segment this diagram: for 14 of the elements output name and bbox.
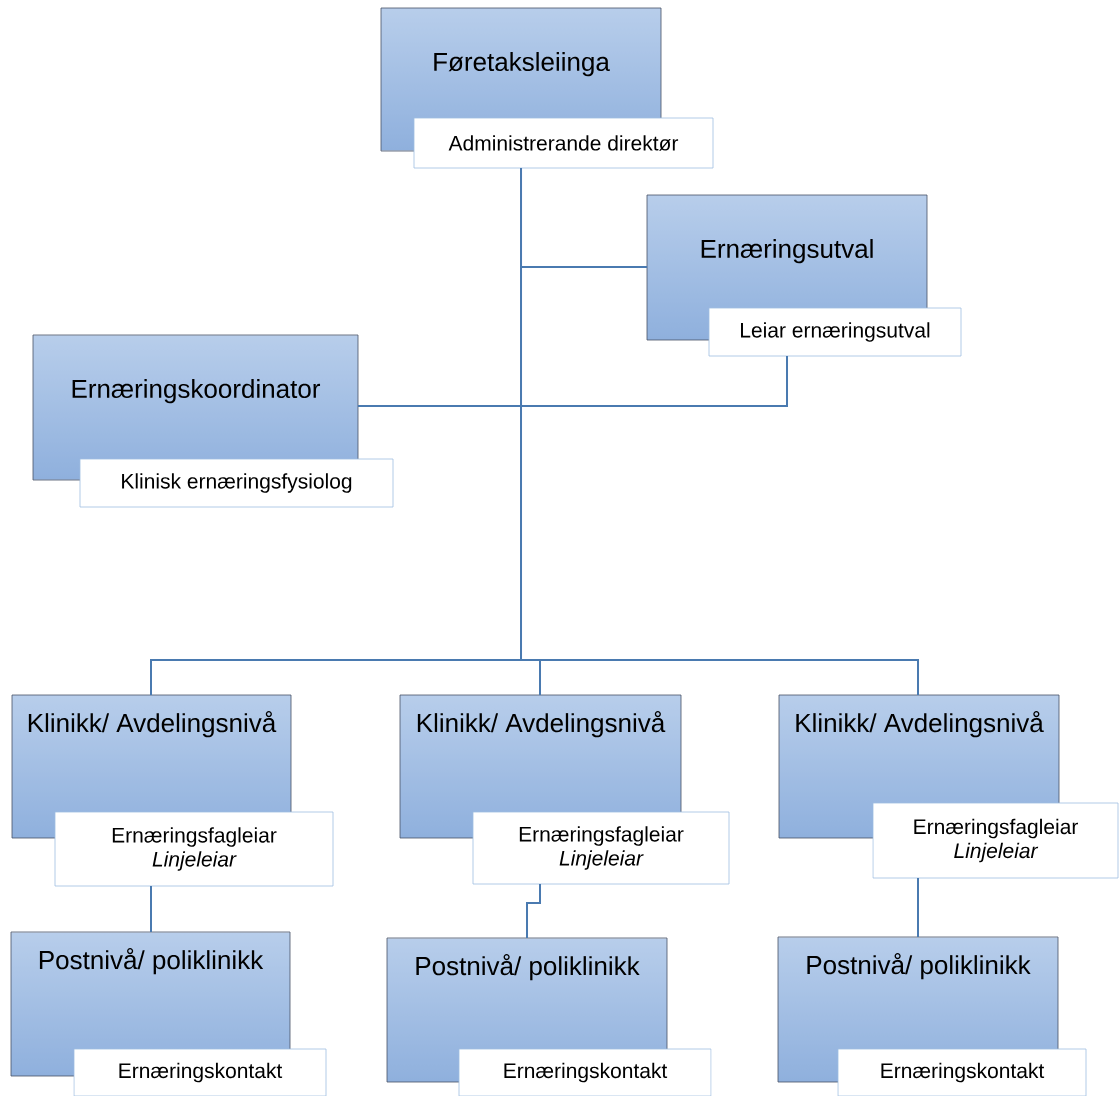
role-label: Ernæringsfagleiar Linjeleiar — [872, 802, 1119, 879]
role-label: Ernæringskontakt — [73, 1048, 327, 1096]
role-label: Ernæringsfagleiar Linjeleiar — [472, 811, 730, 885]
role-label: Leiar ernæringsutval — [708, 307, 962, 357]
role-label: Ernæringskontakt — [458, 1048, 712, 1096]
connector-line — [526, 883, 541, 939]
connector-line — [917, 877, 919, 938]
role-label: Ernæringskontakt — [837, 1048, 1087, 1096]
connector-line — [150, 885, 152, 933]
role-label: Ernæringsfagleiar Linjeleiar — [54, 811, 334, 887]
role-label: Administrerande direktør — [413, 117, 714, 169]
role-label: Klinisk ernæringsfysiolog — [79, 458, 394, 508]
connector-line — [357, 355, 788, 407]
connector-line — [520, 167, 919, 696]
